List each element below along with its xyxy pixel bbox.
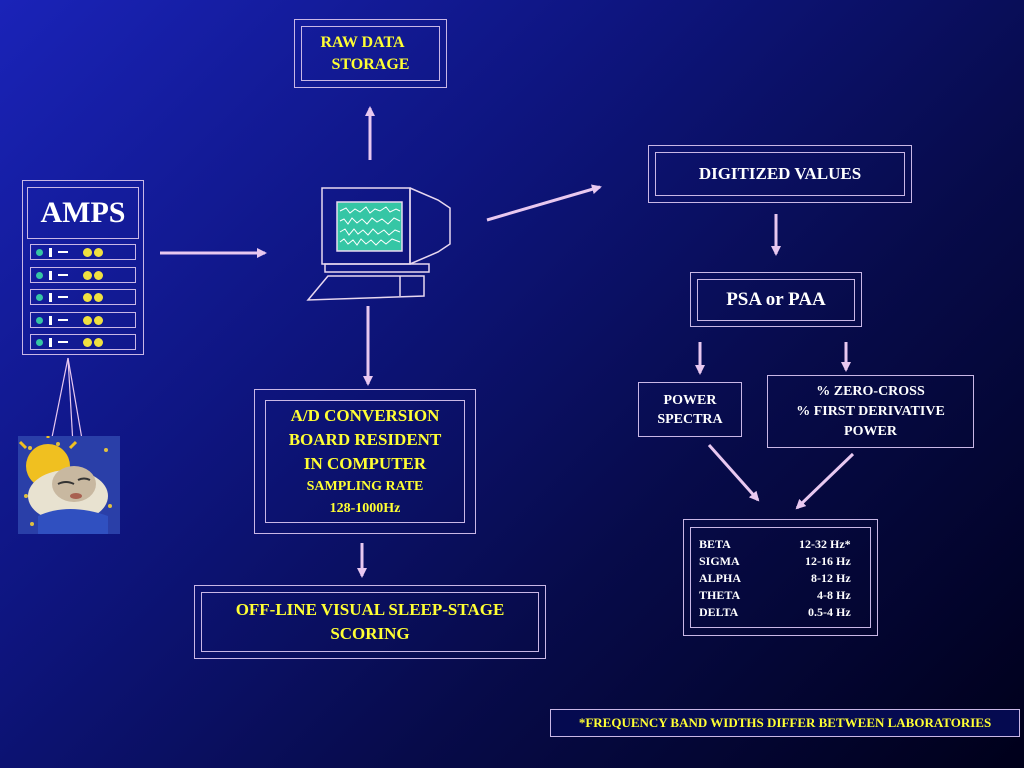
switch-icon [49,315,52,325]
band-row: SIGMA 12-16 Hz [699,553,851,570]
ad-line5: 128-1000Hz [329,500,401,516]
sleeping-person-image [18,436,120,534]
zero-cross-line1: % ZERO-CROSS [816,383,925,399]
knob-icon [94,270,103,280]
led-icon [36,294,43,301]
ad-conversion-box: A/D CONVERSION BOARD RESIDENT IN COMPUTE… [254,389,476,534]
band-row: BETA 12-32 Hz* [699,536,851,553]
band-name: BETA [699,537,731,551]
ad-line2: BOARD RESIDENT [288,429,442,449]
knob-icon [83,293,92,302]
band-row: DELTA 0.5-4 Hz [699,604,851,621]
led-icon [36,316,43,324]
arrow-zerocross-to-bands [795,452,855,510]
psa-label: PSA or PAA [726,289,826,310]
amplifier-unit [30,266,136,283]
ad-line3: IN COMPUTER [303,453,427,473]
power-spectra-line1: POWER [663,392,717,408]
offline-line2: SCORING [330,624,410,643]
amplifier-unit [30,289,136,305]
slot-icon [58,341,68,343]
knob-icon [94,315,103,325]
knob-icon [94,338,103,347]
digitized-values-box: DIGITIZED VALUES [648,145,912,203]
band-range: 12-32 Hz* [799,537,851,551]
ad-line1: A/D CONVERSION [290,405,440,425]
band-name: ALPHA [699,571,741,585]
knob-icon [94,293,103,302]
led-icon [36,339,43,346]
amps-rack: AMPS [22,180,144,355]
slot-icon [58,251,68,253]
digitized-label: DIGITIZED VALUES [698,164,862,183]
led-icon [36,271,43,279]
zero-cross-line2: % FIRST DERIVATIVE [796,403,945,419]
switch-icon [49,338,52,347]
slot-icon [58,273,68,276]
frequency-bands-table: BETA 12-32 Hz* SIGMA 12-16 Hz ALPHA 8-12 Hz TH… [699,536,851,621]
knob-icon [83,338,92,347]
band-name: DELTA [699,605,739,619]
slot-icon [58,296,68,298]
amps-label-box: AMPS [27,187,139,239]
zero-cross-line3: POWER [844,423,897,439]
ad-line4: SAMPLING RATE [306,478,424,494]
band-range: 12-16 Hz [805,554,851,568]
raw-data-storage-box: RAW DATA STORAGE [294,19,447,88]
arrow-computer-to-digitized [486,184,602,222]
led-icon [36,249,43,256]
knob-icon [83,315,92,325]
knob-icon [94,248,103,257]
band-range: 0.5-4 Hz [808,605,851,619]
amplifier-unit [30,311,136,328]
switch-icon [49,248,52,257]
amplifier-unit [30,244,136,260]
band-range: 4-8 Hz [817,588,851,602]
psa-paa-box: PSA or PAA [690,272,862,327]
footnote-text: *FREQUENCY BAND WIDTHS DIFFER BETWEEN LA… [578,715,992,730]
raw-storage-line1: RAW DATA [320,33,405,51]
band-name: SIGMA [699,554,740,568]
band-row: ALPHA 8-12 Hz [699,570,851,587]
amps-label: AMPS [40,196,126,229]
footnote: *FREQUENCY BAND WIDTHS DIFFER BETWEEN LA… [550,709,1020,737]
power-spectra-box: POWER SPECTRA [638,382,742,437]
band-row: THETA 4-8 Hz [699,587,851,604]
computer-monitor-icon [306,187,451,301]
frequency-bands-box: BETA 12-32 Hz* SIGMA 12-16 Hz ALPHA 8-12 Hz TH… [683,519,878,636]
offline-line1: OFF-LINE VISUAL SLEEP-STAGE [235,600,505,619]
zero-cross-box: % ZERO-CROSS % FIRST DERIVATIVE POWER [767,375,974,448]
raw-storage-line2: STORAGE [331,55,410,73]
slot-icon [58,318,68,321]
switch-icon [49,270,52,280]
power-spectra-line2: SPECTRA [657,411,723,427]
switch-icon [49,293,52,302]
knob-icon [83,248,92,257]
knob-icon [83,270,92,280]
band-range: 8-12 Hz [811,571,851,585]
amplifier-unit [30,334,136,350]
offline-scoring-box: OFF-LINE VISUAL SLEEP-STAGE SCORING [194,585,546,659]
arrow-spectra-to-bands [707,444,760,502]
band-name: THETA [699,588,741,602]
